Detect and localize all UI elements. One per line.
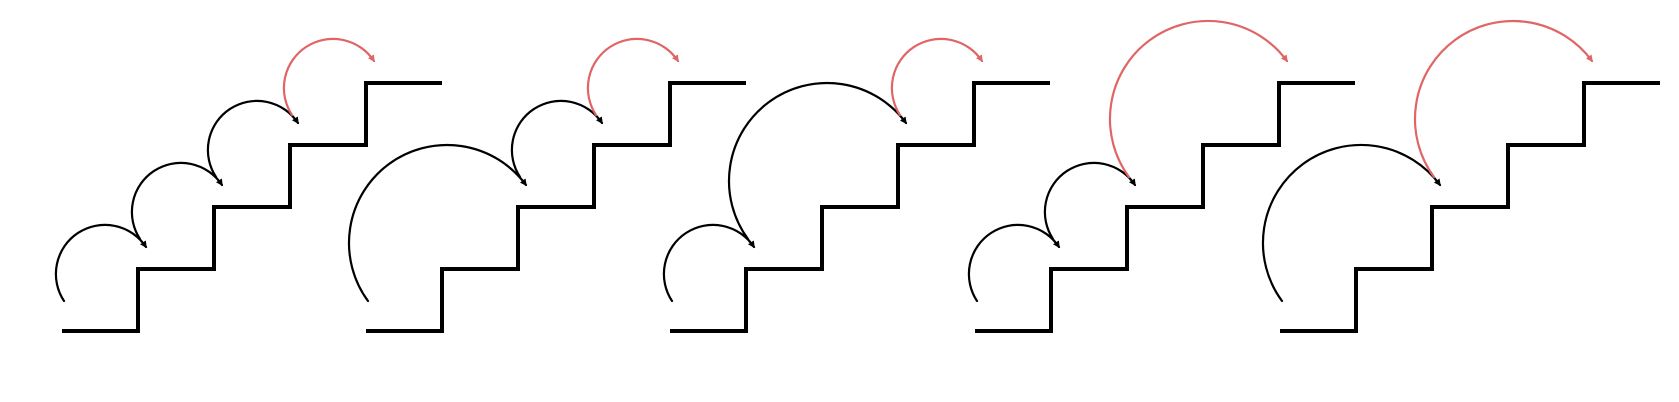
staircase-diagram-5	[1261, 19, 1660, 333]
staircase-diagram-4	[967, 19, 1355, 333]
staircase	[1280, 81, 1660, 333]
single-step-arrow	[967, 223, 1061, 303]
staircase	[366, 81, 746, 333]
staircase	[975, 81, 1355, 333]
staircase-diagram-2	[347, 37, 746, 333]
final-single-step-arrow	[282, 37, 376, 117]
staircase-diagram-1	[54, 37, 442, 333]
staircase	[670, 81, 1050, 333]
single-step-arrow	[1043, 161, 1137, 241]
single-step-arrow	[510, 99, 604, 179]
staircase-diagram-3	[662, 37, 1050, 333]
double-step-arrow	[1261, 143, 1442, 303]
final-single-step-arrow	[890, 37, 984, 117]
double-step-arrow	[727, 81, 908, 241]
staircase	[62, 81, 442, 333]
single-step-arrow	[206, 99, 300, 179]
final-single-step-arrow	[586, 37, 680, 117]
single-step-arrow	[54, 223, 148, 303]
single-step-arrow	[662, 223, 756, 303]
single-step-arrow	[130, 161, 224, 241]
double-step-arrow	[347, 143, 528, 303]
final-double-step-arrow	[1413, 19, 1594, 179]
final-double-step-arrow	[1108, 19, 1289, 179]
